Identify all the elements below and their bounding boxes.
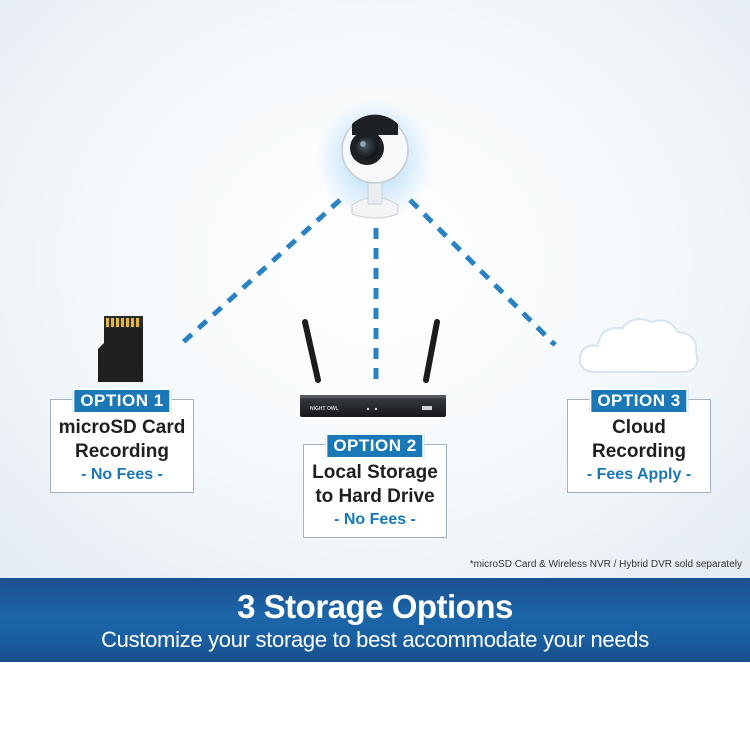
option-fee-1: - No Fees -	[81, 466, 163, 483]
nvr-router-icon: NIGHT OWL	[300, 319, 446, 417]
option-title-1-line2: Recording	[75, 441, 169, 462]
banner-title: 3 Storage Options	[237, 588, 513, 625]
option-card-1: OPTION 1 microSD Card Recording - No Fee…	[50, 388, 194, 493]
option-title-3-line1: Cloud	[612, 417, 666, 438]
option-fee-3: - Fees Apply -	[586, 466, 692, 483]
illustration-svg: NIGHT OWL	[98, 98, 699, 417]
camera-icon	[317, 98, 433, 222]
option-tag-3: OPTION 3	[589, 388, 689, 414]
option-title-2-line2: to Hard Drive	[315, 486, 435, 507]
link-to-cloud	[408, 198, 557, 347]
disclaimer-note: *microSD Card & Wireless NVR / Hybrid DV…	[469, 559, 742, 570]
cloud-icon	[578, 318, 699, 373]
option-title-2: Local Storage to Hard Drive	[304, 461, 446, 509]
option-tag-1: OPTION 1	[72, 388, 172, 414]
option-title-1: microSD Card Recording	[51, 416, 193, 464]
option-title-3-line2: Recording	[592, 441, 686, 462]
banner-subtitle: Customize your storage to best accommoda…	[101, 627, 649, 652]
option-title-1-line1: microSD Card	[58, 417, 186, 438]
option-card-3: OPTION 3 Cloud Recording - Fees Apply -	[567, 388, 711, 493]
banner: 3 Storage Options Customize your storage…	[0, 578, 750, 662]
option-title-2-line1: Local Storage	[312, 462, 438, 483]
option-card-2: OPTION 2 Local Storage to Hard Drive - N…	[303, 433, 447, 538]
option-title-3: Cloud Recording	[568, 416, 710, 464]
option-tag-2: OPTION 2	[325, 433, 425, 459]
option-fee-2: - No Fees -	[334, 511, 416, 528]
link-to-sd	[178, 198, 342, 347]
connection-lines	[178, 198, 557, 382]
microsd-card-icon	[98, 316, 143, 382]
nvr-brand: NIGHT OWL	[310, 406, 339, 412]
